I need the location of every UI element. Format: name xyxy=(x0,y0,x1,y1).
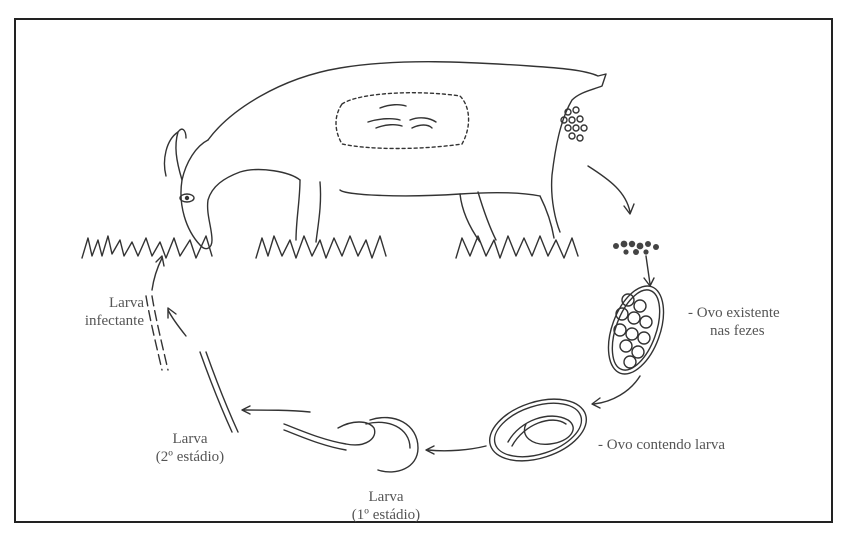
egg-icon xyxy=(561,107,587,141)
label-egg-in-feces: - Ovo existente nas fezes xyxy=(688,304,780,340)
arrow-icon xyxy=(152,166,654,454)
egg-in-feces-icon xyxy=(598,279,675,382)
larva-icon xyxy=(284,418,418,472)
egg-with-larva-icon xyxy=(482,388,594,472)
intestine-icon xyxy=(336,93,469,149)
grass-icon xyxy=(82,236,578,258)
label-larva-l2: Larva (2º estádio) xyxy=(140,430,240,466)
goat-icon xyxy=(165,62,607,249)
feces-icon xyxy=(613,241,659,255)
label-egg-with-larva: - Ovo contendo larva xyxy=(598,436,725,454)
label-larva-l1: Larva (1º estádio) xyxy=(346,488,426,524)
larva-l2-icon xyxy=(200,352,232,432)
label-larva-infective: Larva infectante xyxy=(64,294,144,330)
